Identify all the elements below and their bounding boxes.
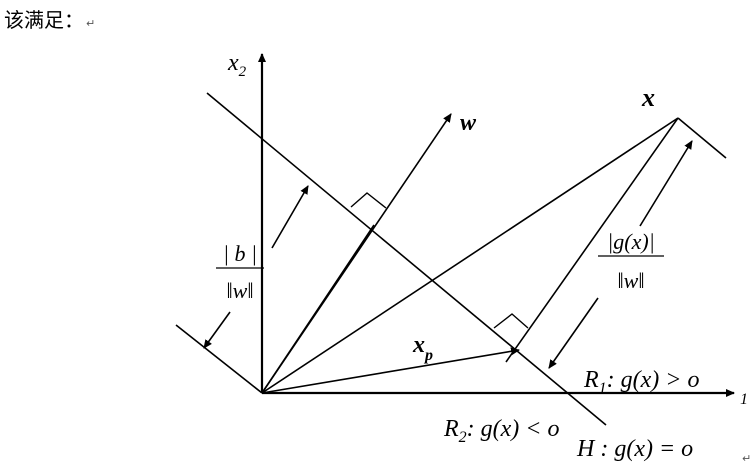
right-angle-marker-w	[350, 192, 387, 209]
g-distance-arrow-up	[639, 140, 693, 227]
x1-axis-tick: 1	[740, 391, 748, 408]
region-r2-label: R2: g(x) < o	[443, 416, 560, 446]
vector-x	[261, 117, 679, 394]
vector-xp	[261, 347, 520, 394]
origin-to-hyperplane	[261, 224, 375, 394]
header-label: 该满足：	[4, 8, 84, 32]
b-distance-arrow-up	[271, 185, 309, 249]
right-angle-marker-xp	[493, 313, 529, 329]
b-numerator: | b |	[223, 241, 257, 266]
return-mark: ↵	[86, 17, 96, 30]
vector-x-label: x	[641, 83, 655, 112]
origin-parallel-line	[175, 324, 263, 394]
hyperplane-line	[206, 92, 607, 426]
g-denominator: ‖w‖	[617, 268, 644, 293]
hyperplane-label: H : g(x) = o	[576, 436, 693, 462]
xp-to-x-line	[505, 117, 679, 363]
g-distance-arrow-down	[548, 297, 599, 369]
b-distance-arrow-down	[203, 311, 231, 349]
header-text: 该满足：↵	[4, 4, 95, 33]
x2-axis-label: x2	[227, 50, 247, 80]
region-r1-label: R1: g(x) > o	[583, 367, 700, 397]
g-numerator: |g(x)|	[607, 229, 655, 254]
vector-w-label: w	[460, 110, 477, 136]
b-denominator: ‖w‖	[226, 278, 253, 303]
x-parallel-line	[677, 117, 727, 159]
corner-return-mark: ↵	[742, 452, 752, 465]
vector-xp-label: xp	[412, 332, 433, 364]
